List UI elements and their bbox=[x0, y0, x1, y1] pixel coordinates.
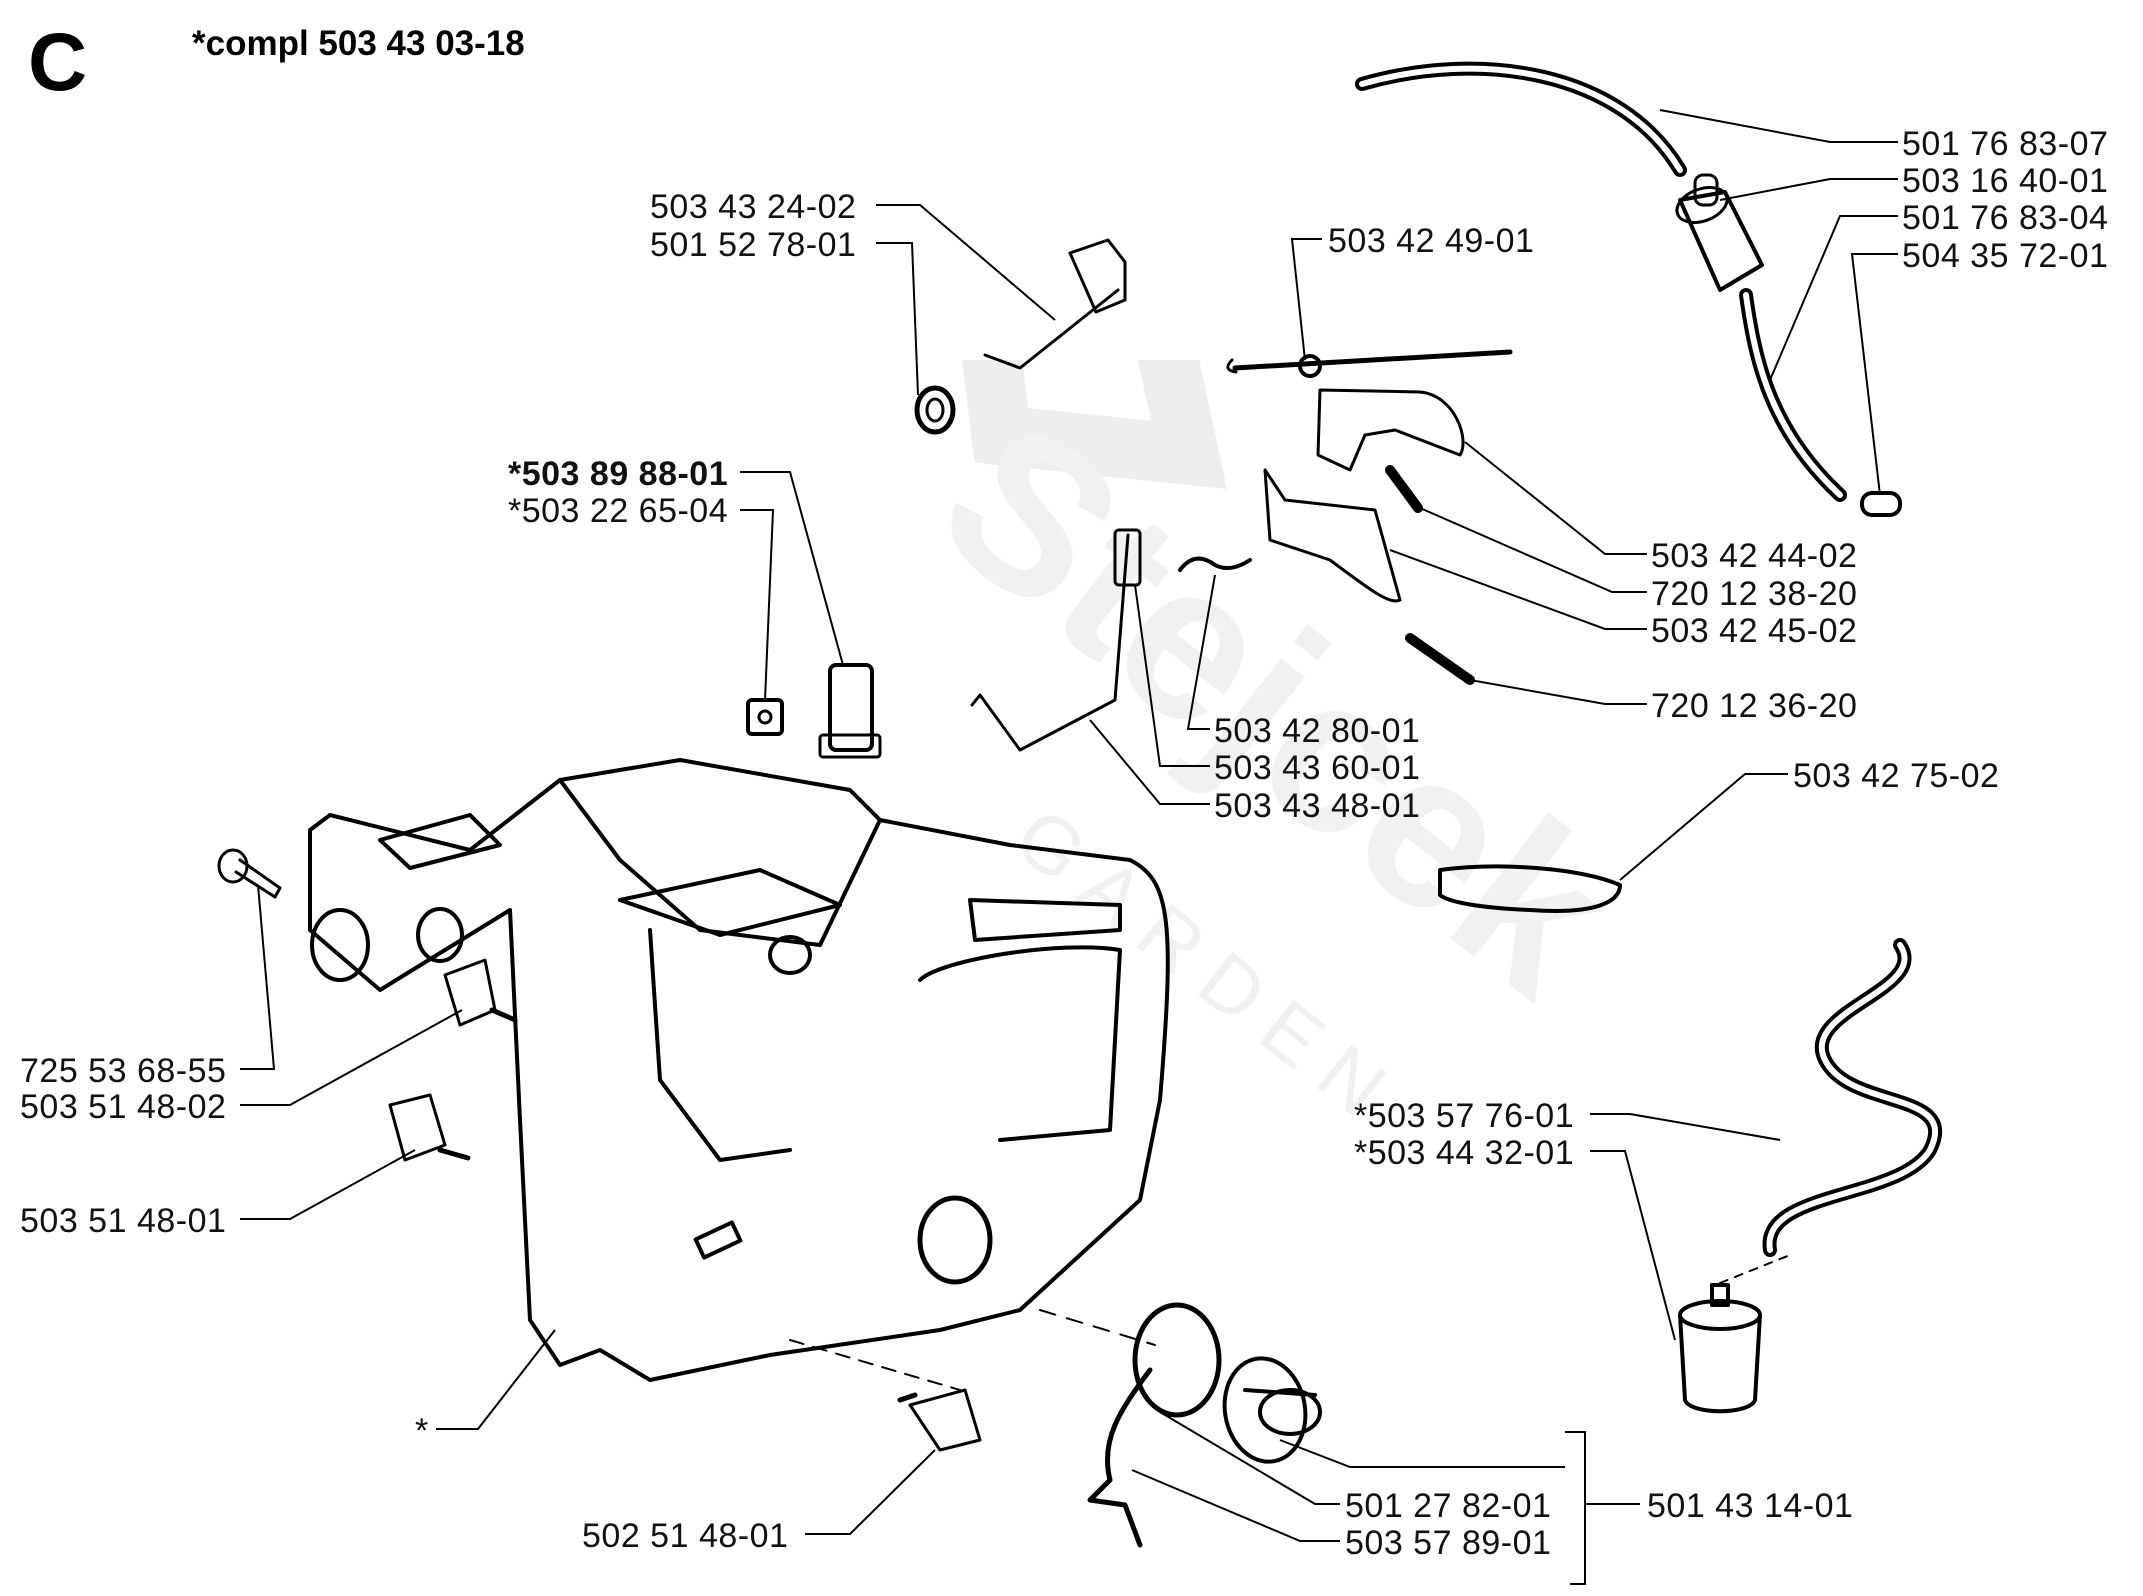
leader-line-p01 bbox=[1659, 109, 1898, 143]
label-p19: 503 51 48-02 bbox=[20, 1088, 227, 1126]
label-p13: 720 12 36-20 bbox=[1651, 687, 1858, 725]
leader-line-p05 bbox=[876, 204, 1056, 321]
leader-line-p19 bbox=[240, 1009, 463, 1106]
label-p15: 503 43 60-01 bbox=[1214, 749, 1421, 787]
label-p05: 503 43 24-02 bbox=[650, 188, 857, 226]
screw bbox=[217, 848, 282, 899]
choke-rod bbox=[983, 238, 1127, 370]
leader-line-p06 bbox=[876, 242, 919, 396]
label-p20: 503 51 48-01 bbox=[20, 1202, 227, 1240]
fuel-pickup-hose bbox=[1762, 938, 1943, 1257]
label-p11: 720 12 38-20 bbox=[1651, 575, 1858, 613]
label-p09: *503 22 65-04 bbox=[508, 492, 729, 530]
label-p24: 502 51 48-01 bbox=[582, 1517, 789, 1555]
o-ring bbox=[1132, 1302, 1222, 1418]
label-p17: 503 42 75-02 bbox=[1793, 757, 2000, 795]
leader-line-p25 bbox=[1159, 1411, 1340, 1505]
leader-line-bracket bbox=[1565, 1431, 1586, 1585]
leader-line-p08 bbox=[740, 471, 844, 666]
return-spring bbox=[1178, 556, 1252, 572]
hose-clip bbox=[1860, 491, 1902, 517]
stop-switch bbox=[818, 663, 882, 759]
leader-line-p14 bbox=[1186, 574, 1216, 730]
label-p14: 503 42 80-01 bbox=[1214, 712, 1421, 750]
label-p04: 504 35 72-01 bbox=[1902, 237, 2109, 275]
label-p22: *503 44 32-01 bbox=[1354, 1134, 1575, 1172]
bushing bbox=[1113, 528, 1142, 587]
leader-line-p09 bbox=[740, 509, 775, 701]
tank-housing bbox=[308, 758, 1170, 1382]
leader-line-p03 bbox=[1769, 215, 1898, 381]
damper-502-51-48-01 bbox=[789, 1339, 982, 1452]
throttle-lockout bbox=[1316, 388, 1465, 472]
fuel-filter bbox=[1675, 173, 1764, 292]
label-p07: 503 42 49-01 bbox=[1328, 222, 1535, 260]
leader-line-p25cap bbox=[1279, 1439, 1565, 1468]
label-p16: 503 43 48-01 bbox=[1214, 787, 1421, 825]
handle-grip bbox=[1438, 864, 1622, 913]
leader-line-p13 bbox=[1469, 679, 1647, 705]
switch-plate bbox=[746, 698, 784, 736]
leader-line-p23 bbox=[436, 1329, 556, 1430]
leader-line-p17 bbox=[1619, 773, 1788, 881]
strap bbox=[1087, 1367, 1153, 1548]
label-p26: 503 57 89-01 bbox=[1345, 1524, 1552, 1562]
leader-line-p10 bbox=[1464, 441, 1647, 555]
label-p02: 503 16 40-01 bbox=[1902, 162, 2109, 200]
leader-line-p12 bbox=[1389, 549, 1647, 630]
pin-720-12-38 bbox=[1385, 465, 1423, 513]
label-p06: 501 52 78-01 bbox=[650, 226, 857, 264]
label-p08: *503 89 88-01 bbox=[508, 455, 729, 493]
throttle-rod bbox=[970, 533, 1130, 752]
label-p25: 501 27 82-01 bbox=[1345, 1487, 1552, 1525]
grommet bbox=[914, 385, 956, 435]
label-p12: 503 42 45-02 bbox=[1651, 612, 1858, 650]
leader-line-p20 bbox=[240, 1149, 416, 1220]
leader-line-p18 bbox=[240, 884, 276, 1070]
fuel-pickup-filter bbox=[1678, 1283, 1762, 1414]
fuel-cap bbox=[1222, 1356, 1322, 1464]
leader-line-p15 bbox=[1134, 584, 1210, 767]
spring-wire bbox=[1226, 349, 1513, 378]
assembly-note: *compl 503 43 03-18 bbox=[192, 24, 525, 63]
leader-line-p02 bbox=[1719, 178, 1898, 201]
leader-line-p07 bbox=[1290, 238, 1322, 361]
throttle-trigger bbox=[1263, 468, 1402, 603]
leader-line-p04 bbox=[1850, 253, 1898, 496]
damper-503-51-48-02 bbox=[443, 958, 518, 1027]
label-p18: 725 53 68-55 bbox=[20, 1052, 227, 1090]
label-p03: 501 76 83-04 bbox=[1902, 199, 2109, 237]
leader-line-p21 bbox=[1590, 1113, 1781, 1141]
leader-line-p24 bbox=[805, 1449, 936, 1535]
leader-line-p11 bbox=[1419, 507, 1647, 593]
label-p27: 501 43 14-01 bbox=[1647, 1487, 1854, 1525]
intake-port bbox=[917, 1195, 993, 1285]
leader-line-p26 bbox=[1131, 1469, 1340, 1542]
label-p01: 501 76 83-07 bbox=[1902, 125, 2109, 163]
label-p21: *503 57 76-01 bbox=[1354, 1097, 1575, 1135]
leader-line-p16 bbox=[1089, 719, 1210, 805]
label-p10: 503 42 44-02 bbox=[1651, 537, 1858, 575]
label-p23: * bbox=[415, 1412, 429, 1450]
pin-720-12-36 bbox=[1405, 633, 1475, 685]
damper-503-51-48-01 bbox=[388, 1093, 471, 1162]
section-letter: C bbox=[28, 17, 88, 108]
leader-line-p22 bbox=[1590, 1150, 1676, 1341]
